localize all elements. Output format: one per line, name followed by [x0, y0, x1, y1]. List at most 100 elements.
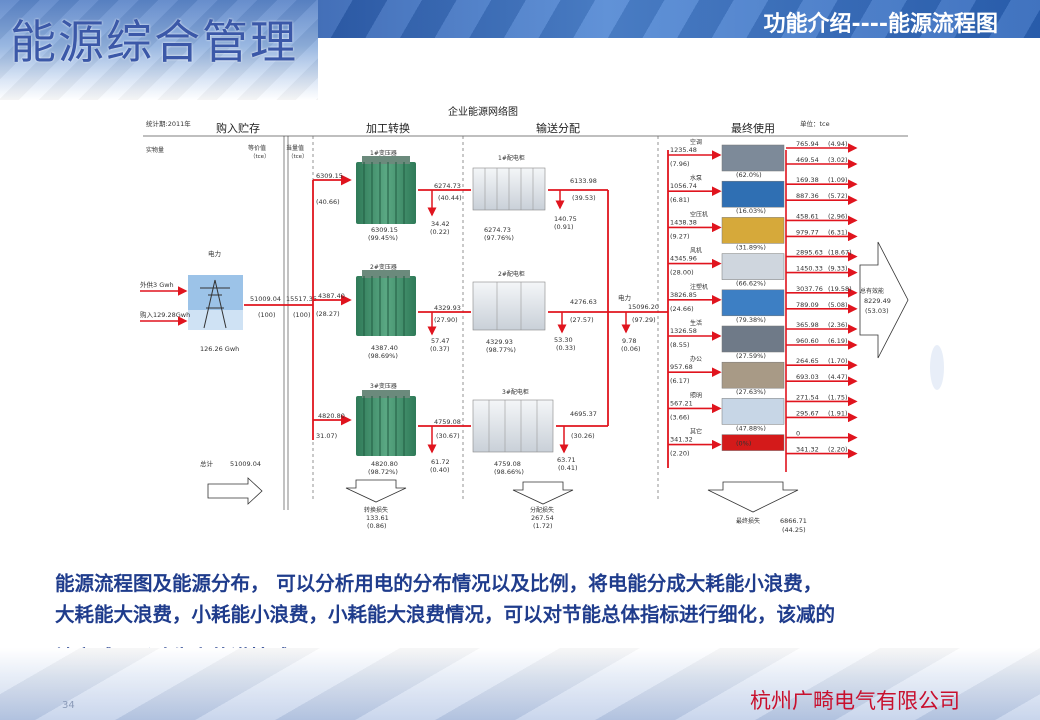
end-use-in-pct-4: (24.66) [670, 305, 694, 313]
power-value: 15096.20 [628, 303, 659, 311]
c2-loss-pct: (0.33) [556, 344, 576, 352]
source-total-gwh: 126.26 Gwh [200, 345, 239, 353]
end-use-in-6: 957.68 [670, 363, 693, 371]
end-use-waste-0: 469.54 [796, 156, 819, 164]
cabinet-2: 2#配电柜 4329.93 (98.77%) 4276.63 (27.57) 5… [472, 270, 608, 354]
end-use-in-5: 1326.58 [670, 327, 697, 335]
end-use-waste-pct-2: (6.31) [828, 228, 848, 236]
end-use-waste-6: 693.03 [796, 373, 819, 381]
end-use-useful-0: 765.94 [796, 140, 819, 148]
end-use-in-1: 1056.74 [670, 182, 697, 190]
end-use-in-pct-6: (6.17) [670, 377, 690, 385]
description-line-2: 大耗能大浪费，小耗能小浪费，小耗能大浪费情况，可以对节能总体指标进行细化，该减的 [55, 603, 836, 626]
t2-in-pct: (28.27) [316, 310, 340, 318]
col-equiv: 等价值 [248, 144, 266, 152]
end-use-waste-4: 789.09 [796, 301, 819, 309]
total-effective-arrow [859, 241, 909, 359]
end-use-name-8: 其它 [690, 428, 702, 436]
footer-band [0, 648, 1040, 720]
end-use-equipment-image-0 [721, 144, 785, 172]
c3-out: 4695.37 [570, 410, 597, 418]
c2-sub: 4329.93 [486, 338, 513, 346]
total-effective-value: 8229.49 [864, 297, 891, 305]
transform-loss-pct: (0.86) [367, 522, 387, 530]
source-v2-pct: (100) [293, 311, 310, 319]
c1-sub: 6274.73 [484, 226, 511, 234]
c1-out-pct: (39.53) [572, 194, 596, 202]
end-use-name-1: 水泵 [690, 174, 702, 182]
c1-out: 6133.98 [570, 177, 597, 185]
total-arrow [207, 477, 263, 505]
end-use-in-pct-7: (3.66) [670, 413, 690, 421]
logo-title: 能源综合管理 [10, 15, 298, 69]
t3-sub-pct: (98.72%) [368, 468, 398, 476]
t3-in-pct: 31.07) [316, 432, 337, 440]
end-use-in-3: 4345.96 [670, 255, 697, 263]
end-use-equipment-image-4 [721, 289, 785, 317]
t2-out-pct: (27.90) [434, 316, 458, 324]
distribution-loss-value: 267.54 [531, 514, 554, 522]
col-equiv-unit: （tce） [250, 153, 270, 160]
end-use-useful-pct-2: (2.96) [828, 212, 848, 220]
transformer-3: 4820.80 31.07) 3#变压器 4820.80 (98.72%) 47… [313, 382, 463, 476]
end-use-name-5: 生活 [690, 319, 702, 327]
end-use-group: 空调1235.48(7.96)(62.0%)765.94(4.94)469.54… [668, 138, 858, 459]
page-number: 34 [62, 700, 75, 711]
end-use-name-4: 注塑机 [690, 283, 708, 291]
source-v1: 51009.04 [250, 295, 281, 303]
c3-sub-pct: (98.66%) [494, 468, 524, 476]
energy-network-diagram: 企业能源网络图 统计期:2011年 单位：tce 购入贮存 加工转换 输送分配 … [140, 105, 909, 534]
transform-loss-label: 转换损失 [364, 506, 388, 514]
t2-in: 4387.40 [318, 292, 345, 300]
end-use-in-pct-2: (9.27) [670, 232, 690, 240]
end-use-eff-0: (62.0%) [736, 171, 762, 179]
section-transform: 加工转换 [366, 121, 410, 135]
company-name: 杭州广畸电气有限公司 [750, 689, 960, 713]
end-use-waste-pct-1: (5.72) [828, 192, 848, 200]
total-value: 51009.04 [230, 460, 261, 468]
end-use-equipment-image-7 [721, 398, 785, 425]
t3-sub: 4820.80 [371, 460, 398, 468]
c3-out-pct: (30.26) [571, 432, 595, 440]
section-end-use: 最终使用 [731, 121, 775, 135]
import-2: 购入129.28Gwh [140, 310, 190, 319]
end-use-equipment-image-1 [721, 180, 785, 208]
slide-title: 功能介绍----能源流程图 [763, 12, 998, 37]
source-label: 电力 [208, 249, 221, 258]
total-effective-label: 总有效能 [860, 287, 884, 295]
import-1: 外供3 Gwh [140, 280, 174, 289]
cabinet-3: 3#配电柜 4759.08 (98.66%) 4695.37 (30.26) 6… [472, 388, 608, 476]
power-loss-pct: (0.06) [621, 345, 641, 353]
end-use-useful-pct-4: (19.58) [828, 285, 852, 293]
power-tower-image [188, 275, 243, 330]
t3-out-pct: (30.67) [436, 432, 460, 440]
end-use-waste-5: 960.60 [796, 337, 819, 345]
end-use-waste-8: 341.32 [796, 446, 819, 454]
end-use-in-pct-1: (6.81) [670, 196, 690, 204]
cabinet-1: 1#配电柜 6274.73 (97.76%) 6133.98 (39.53) 1… [472, 154, 608, 242]
end-use-name-7: 照明 [690, 392, 702, 399]
end-use-equipment-image-3 [721, 253, 785, 280]
end-use-eff-3: (66.62%) [736, 280, 766, 288]
c3-sub: 4759.08 [494, 460, 521, 468]
c2-sub-pct: (98.77%) [486, 346, 516, 354]
t1-loss-pct: (0.22) [430, 228, 450, 236]
t1-name: 1#变压器 [370, 149, 397, 157]
decorative-blob [930, 345, 944, 390]
end-use-eff-7: (47.88%) [736, 424, 766, 432]
t2-sub: 4387.40 [371, 344, 398, 352]
section-distribution: 输送分配 [536, 121, 580, 135]
distribution-loss-label: 分配损失 [530, 506, 554, 514]
transform-loss-value: 133.61 [366, 514, 389, 522]
description-line-1: 能源流程图及能源分布， 可以分析用电的分布情况以及比例，将电能分成大耗能小浪费， [55, 572, 823, 595]
t1-in: 6309.15 [316, 172, 343, 180]
transform-loss-down-arrow [345, 479, 407, 503]
power-pct: (97.29) [632, 316, 656, 324]
t1-out: 6274.73 [434, 182, 461, 190]
stat-period: 统计期:2011年 [146, 119, 191, 128]
end-use-eff-4: (79.38%) [736, 316, 766, 324]
end-use-useful-pct-6: (1.70) [828, 357, 848, 365]
end-use-useful-pct-5: (2.36) [828, 321, 848, 329]
c2-loss: 53.30 [554, 336, 573, 344]
end-use-useful-8: 0 [796, 430, 800, 438]
